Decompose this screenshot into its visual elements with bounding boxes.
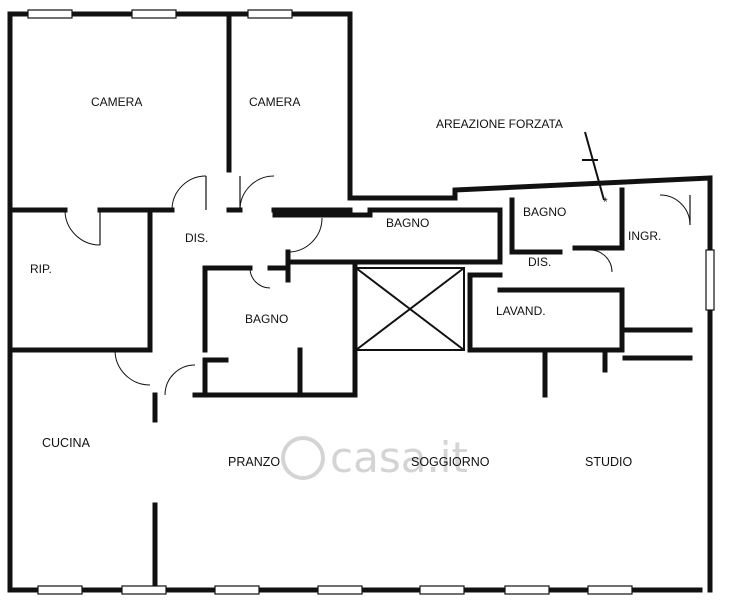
room-cucina: CUCINA [42,436,91,450]
room-camera-1: CAMERA [91,95,142,109]
room-bagno-1: BAGNO [386,216,429,230]
room-labels: CAMERA CAMERA RIP. DIS. BAGNO BAGNO INGR… [30,95,661,469]
windows [27,9,715,595]
areazione-label: AREAZIONE FORZATA [436,117,563,131]
room-soggiorno: SOGGIORNO [411,455,490,469]
room-dis-2: DIS. [528,255,551,269]
watermark-text: casa.it [330,433,468,482]
outer-walls [7,11,713,593]
interior-walls [7,11,693,593]
room-bagno-2: BAGNO [245,312,288,326]
watermark: casa.it [281,433,468,482]
room-bagno-3: BAGNO [523,205,566,219]
room-camera-2: CAMERA [249,95,300,109]
room-pranzo: PRANZO [228,455,280,469]
asterisk-icon: * [603,195,608,209]
room-dis-1: DIS. [185,231,208,245]
room-lavand: LAVAND. [496,304,546,318]
room-ingr: INGR. [628,229,661,243]
room-studio: STUDIO [585,455,633,469]
doors [64,175,691,396]
room-rip: RIP. [30,262,52,276]
areazione-annotation: * AREAZIONE FORZATA [436,117,608,209]
